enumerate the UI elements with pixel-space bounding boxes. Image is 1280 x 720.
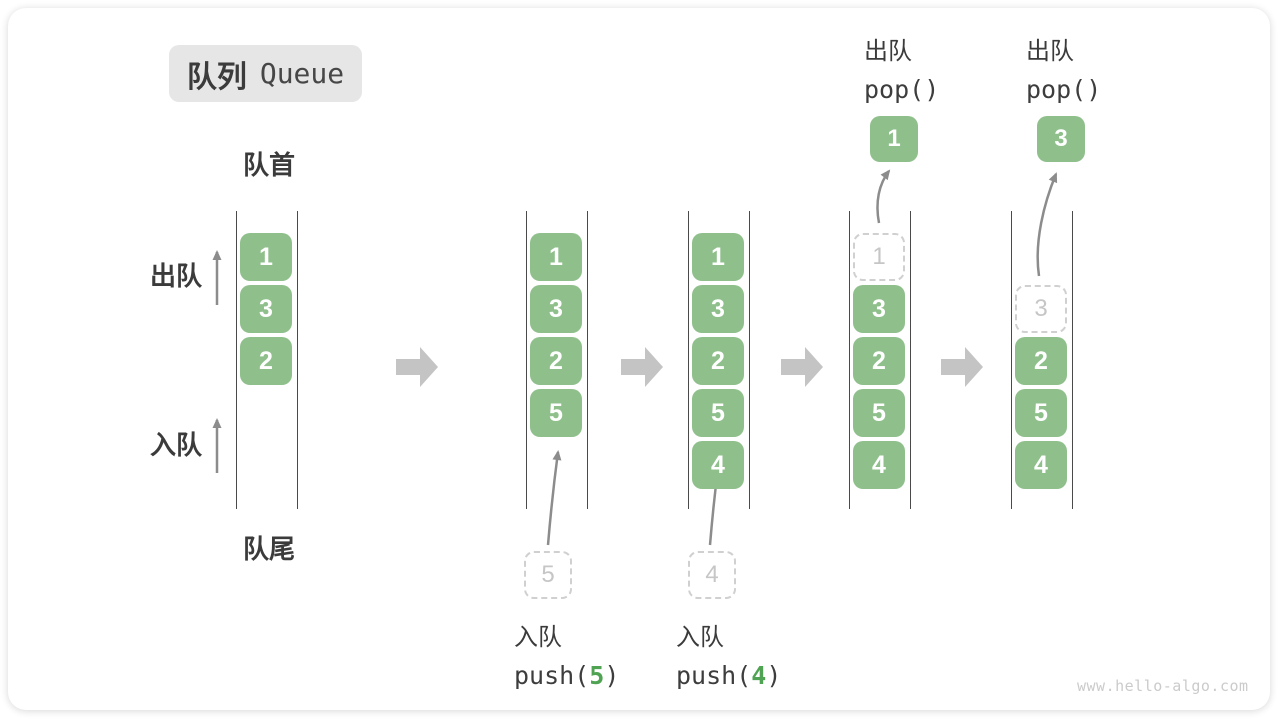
dequeue-operation-label-2: 出队 pop() [1026, 31, 1101, 104]
label-queue-rear: 队尾 [243, 534, 296, 564]
popped-block: 3 [1037, 116, 1085, 162]
queue-block: 3 [692, 285, 744, 333]
queue-block-removed: 3 [1015, 285, 1067, 333]
state-transition-arrow-3 [781, 347, 823, 387]
queue-block: 1 [692, 233, 744, 281]
state-transition-arrow-1 [396, 347, 438, 387]
watermark: www.hello-algo.com [1077, 677, 1249, 695]
queue-block-removed: 1 [853, 233, 905, 281]
dequeue-op-text: 出队 [864, 38, 912, 65]
queue-block: 1 [240, 233, 292, 281]
dequeue-op-code: pop() [1026, 75, 1102, 104]
enqueue-op-text: 入队 [514, 624, 562, 651]
label-enqueue-side: 入队 [150, 430, 203, 460]
state-transition-arrow-2 [621, 347, 663, 387]
queue-block: 5 [692, 389, 744, 437]
queue-block: 4 [692, 441, 744, 489]
queue-block: 2 [530, 337, 582, 385]
enqueue-ghost-block: 4 [688, 551, 736, 599]
queue-block: 4 [1015, 441, 1067, 489]
queue-block: 5 [853, 389, 905, 437]
title-zh: 队列 [186, 60, 247, 94]
queue-block: 2 [692, 337, 744, 385]
enqueue-op-code: push(5) [514, 661, 620, 690]
enqueue-operation-label-1: 入队 push(5) [514, 617, 619, 690]
label-queue-front: 队首 [243, 150, 296, 180]
label-dequeue-side: 出队 [150, 261, 203, 291]
dequeue-op-text: 出队 [1026, 38, 1074, 65]
dequeue-op-code: pop() [864, 75, 940, 104]
queue-block: 2 [1015, 337, 1067, 385]
enqueue-ghost-block: 5 [524, 551, 572, 599]
queue-block: 3 [240, 285, 292, 333]
queue-state-2: 1 3 2 5 [526, 211, 588, 509]
queue-block: 3 [530, 285, 582, 333]
queue-state-5: 3 2 5 4 [1011, 211, 1073, 509]
queue-state-3: 1 3 2 5 4 [688, 211, 750, 509]
queue-block: 3 [853, 285, 905, 333]
queue-block: 4 [853, 441, 905, 489]
queue-block: 5 [530, 389, 582, 437]
queue-block: 5 [1015, 389, 1067, 437]
title-box: 队列 Queue [169, 45, 362, 102]
enqueue-operation-label-2: 入队 push(4) [676, 617, 781, 690]
dequeue-operation-label-1: 出队 pop() [864, 31, 939, 104]
state-transition-arrow-4 [941, 347, 983, 387]
enqueue-op-code: push(4) [676, 661, 782, 690]
queue-state-1: 1 3 2 [236, 211, 298, 509]
enqueue-op-text: 入队 [676, 624, 724, 651]
title-en: Queue [259, 57, 345, 90]
popped-block: 1 [870, 116, 918, 162]
queue-block: 2 [240, 337, 292, 385]
queue-state-4: 1 3 2 5 4 [849, 211, 911, 509]
queue-block: 1 [530, 233, 582, 281]
queue-block: 2 [853, 337, 905, 385]
